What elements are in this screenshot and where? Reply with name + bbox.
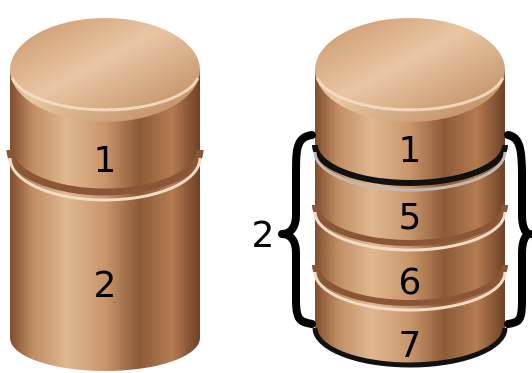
right-drum: 1 5 6 7 [312, 18, 508, 368]
left-drum-groove-highlight [8, 157, 202, 202]
left-drum-section-1-label: 1 [94, 140, 117, 181]
right-drum-separator-1 [312, 144, 508, 186]
left-drum: 1 2 [6, 18, 204, 371]
right-drum-groove-3 [312, 264, 508, 306]
right-drum-section-6-label: 6 [399, 262, 422, 303]
right-drum-separator-1-highlight [313, 151, 507, 192]
left-drum-top [10, 18, 200, 122]
right-drum-bottom-edge [312, 327, 508, 368]
right-drum-section-7-label: 7 [399, 325, 422, 366]
right-drum-body [315, 70, 505, 365]
right-curly-bracket [504, 131, 532, 328]
bracket-label: 2 [252, 215, 275, 256]
right-drum-groove-2 [312, 204, 508, 246]
left-drum-body [10, 70, 200, 371]
right-drum-section-1-label: 1 [399, 130, 422, 171]
right-drum-section-5-label: 5 [399, 197, 422, 238]
left-curly-bracket [278, 131, 316, 328]
right-drum-groove-3-highlight [313, 271, 507, 312]
left-drum-top-rim [10, 77, 200, 112]
right-drum-top [315, 18, 505, 122]
right-drum-groove-2-highlight [313, 211, 507, 252]
left-drum-groove [6, 149, 204, 196]
right-drum-top-rim [315, 77, 505, 112]
left-drum-section-2-label: 2 [94, 265, 117, 306]
